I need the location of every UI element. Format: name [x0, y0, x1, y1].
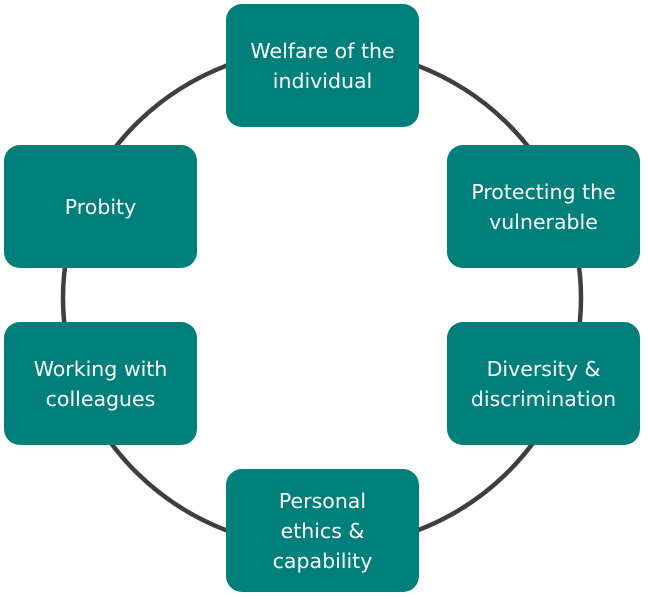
node-probity: Probity	[4, 145, 197, 268]
node-label: Probity	[64, 194, 137, 219]
node-diversity-and-discrimination: Diversity & discrimination	[447, 322, 640, 445]
node-personal-ethics-and-capability: Personal ethics & capability	[226, 469, 419, 592]
node-label: Personal ethics & capability	[272, 488, 373, 573]
node-label: Working with colleagues	[33, 356, 168, 411]
node-protecting-the-vulnerable: Protecting the vulnerable	[447, 145, 640, 268]
node-label: Diversity & discrimination	[470, 356, 617, 411]
node-working-with-colleagues: Working with colleagues	[4, 322, 197, 445]
node-label: Welfare of the individual	[250, 38, 395, 93]
node-label: Protecting the vulnerable	[471, 179, 616, 234]
node-welfare-of-the-individual: Welfare of the individual	[226, 4, 419, 127]
